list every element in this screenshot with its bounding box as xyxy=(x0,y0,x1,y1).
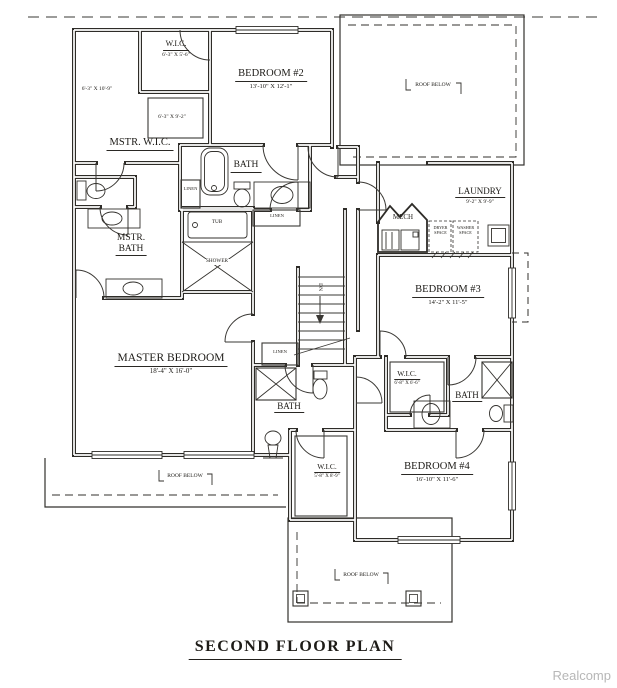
bedroom3-bump-dashed xyxy=(512,252,529,323)
windows xyxy=(91,26,516,544)
toilet-icon xyxy=(76,180,87,201)
room-label-lower-bath: BATH xyxy=(274,401,304,414)
room-label-bedroom-2: BEDROOM #2 13'-10" X 12'-1" xyxy=(235,68,307,90)
label-dn: DN xyxy=(317,283,324,292)
label-roof-below-top: ROOF BELOW xyxy=(415,82,451,88)
room-label-lower-wic: W.I.C. 5'-8" X 8'-9" xyxy=(314,462,340,480)
furnace-icon xyxy=(400,229,420,251)
label-roof-below-left: ROOF BELOW xyxy=(167,473,203,479)
sink-vanity-icon xyxy=(105,278,163,299)
sink-vanity-icon xyxy=(253,181,311,209)
laundry-cabinet-icon xyxy=(487,224,510,247)
page-title: SECOND FLOOR PLAN xyxy=(188,638,402,660)
water-heater-icon xyxy=(381,229,400,251)
master-tub-icon xyxy=(187,211,248,239)
roof-area-bottom-left xyxy=(44,458,286,508)
dryer-space-box xyxy=(428,220,452,253)
label-linen-1: LINEN xyxy=(183,186,198,191)
label-tub: TUB xyxy=(211,219,223,225)
room-label-hall-bath: BATH xyxy=(230,160,262,173)
room-label-master-bedroom: MASTER BEDROOM 18'-4" X 16'-0" xyxy=(114,352,228,376)
doors xyxy=(75,29,485,459)
bathtub-icon xyxy=(200,147,229,196)
staircase xyxy=(293,276,351,356)
shower-icon xyxy=(255,367,297,401)
label-linen-2: LINEN xyxy=(270,213,284,218)
room-label-bedroom-4: BEDROOM #4 16'-10" X 11'-6" xyxy=(401,461,473,483)
mech-room-walls xyxy=(377,202,428,253)
roof-label-brackets xyxy=(158,79,462,584)
room-label-wic-top: W.I.C. 6'-3" X 5'-6" xyxy=(162,39,190,58)
toilet-icon xyxy=(503,404,514,423)
dim-mstr-wic-right: 6'-3" X 9'-2" xyxy=(158,114,186,120)
toilet-icon xyxy=(233,181,251,190)
watermark: Realcomp xyxy=(552,668,611,684)
roof-area-bottom-center xyxy=(287,517,453,623)
room-label-bedroom-3: BEDROOM #3 14'-2" X 11'-5" xyxy=(412,284,484,306)
dim-mstr-wic-left: 6'-3" X 10'-9" xyxy=(81,86,113,92)
sink-vanity-icon xyxy=(87,208,141,229)
room-label-mstr-wic: MSTR. W.I.C. xyxy=(106,137,174,151)
room-label-mech: MECH xyxy=(392,213,414,221)
room-label-bath-bed4: BATH xyxy=(452,390,482,403)
shower-icon xyxy=(481,361,513,399)
pedestal-sink-icon xyxy=(264,430,282,446)
shower-icon xyxy=(181,241,254,293)
fixtures xyxy=(76,147,514,459)
room-label-mstr-bath: MSTR. BATH xyxy=(115,233,147,257)
washer-space-box xyxy=(452,220,479,253)
toilet-icon xyxy=(313,370,328,380)
label-linen-3: LINEN xyxy=(273,349,287,354)
roof-area-top-right xyxy=(339,14,525,166)
label-roof-below-bottom: ROOF BELOW xyxy=(343,572,379,578)
room-label-laundry: LAUNDRY 9'-2" X 9'-9" xyxy=(455,186,505,205)
room-label-wic-bed4: W.I.C. 6'-8" X 6'-6" xyxy=(394,369,420,387)
sink-vanity-icon xyxy=(413,400,451,429)
label-shower: SHOWER xyxy=(204,258,230,265)
closet-boxes xyxy=(147,97,445,517)
